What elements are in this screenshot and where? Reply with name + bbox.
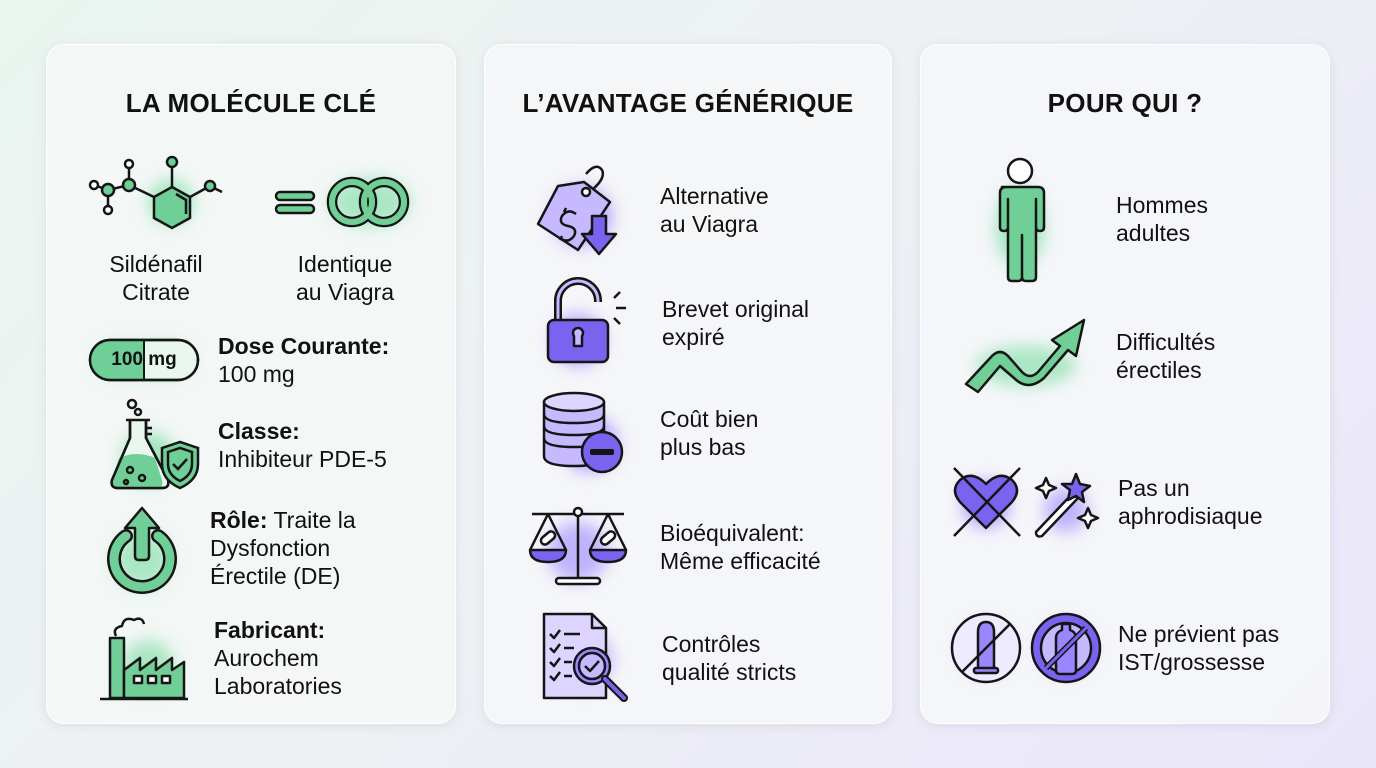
list-item-manufacturer: Fabricant: Aurochem Laboratories (98, 614, 342, 702)
flask-shield-icon (96, 398, 208, 492)
panel-generic-advantage: L’AVANTAGE GÉNÉRIQUE Alternative au Viag… (484, 44, 892, 724)
list-item-role: Rôle: Traite la Dysfonction Érectile (DE… (102, 506, 356, 594)
panel-for-whom: POUR QUI ? Hommes adultes Difficult (920, 44, 1330, 724)
power-arrow-icon (102, 506, 182, 594)
panel-molecule: LA MOLÉCULE CLÉ Sildénafil Citrate (46, 44, 456, 724)
wavy-arrow-up-icon (964, 316, 1088, 396)
identical-label: Identique au Viagra (295, 251, 395, 305)
price-tag-down-icon (534, 162, 630, 258)
crossed-heart-magic-wand-icon (950, 462, 1106, 542)
panel-title: L’AVANTAGE GÉNÉRIQUE (522, 88, 854, 118)
man-icon (990, 156, 1050, 283)
molecule-icon (86, 152, 226, 232)
list-item-no-protection: Ne prévient pas IST/grossesse (950, 608, 1279, 688)
molecule-label: Sildénafil Citrate (109, 251, 203, 305)
list-item-patent: Brevet original expiré (544, 276, 809, 366)
list-item-alternative: Alternative au Viagra (534, 162, 769, 258)
panel-title: LA MOLÉCULE CLÉ (125, 88, 377, 118)
list-item-cost: Coût bien plus bas (540, 390, 758, 476)
list-item-men: Hommes adultes (990, 156, 1208, 283)
list-item-ed: Difficultés érectiles (964, 316, 1215, 396)
coins-minus-icon (540, 390, 630, 476)
equals-rings-icon (272, 172, 418, 232)
scale-pills-icon (528, 502, 628, 592)
pill-icon: 100 mg (88, 338, 200, 382)
pill-label: 100 mg (111, 349, 177, 370)
list-item-dose: 100 mg Dose Courante: 100 mg (88, 332, 389, 388)
panel-title: POUR QUI ? (1047, 88, 1203, 118)
document-magnifier-icon (540, 610, 634, 706)
no-condom-no-baby-bottle-icon (950, 608, 1106, 688)
list-item-bioequivalent: Bioéquivalent: Même efficacité (528, 502, 821, 592)
list-item-quality: Contrôles qualité stricts (540, 610, 796, 706)
open-padlock-icon (544, 276, 630, 366)
factory-icon (98, 614, 190, 702)
list-item-class: Classe: Inhibiteur PDE-5 (96, 398, 387, 492)
list-item-not-aphrodisiac: Pas un aphrodisiaque (950, 462, 1263, 542)
